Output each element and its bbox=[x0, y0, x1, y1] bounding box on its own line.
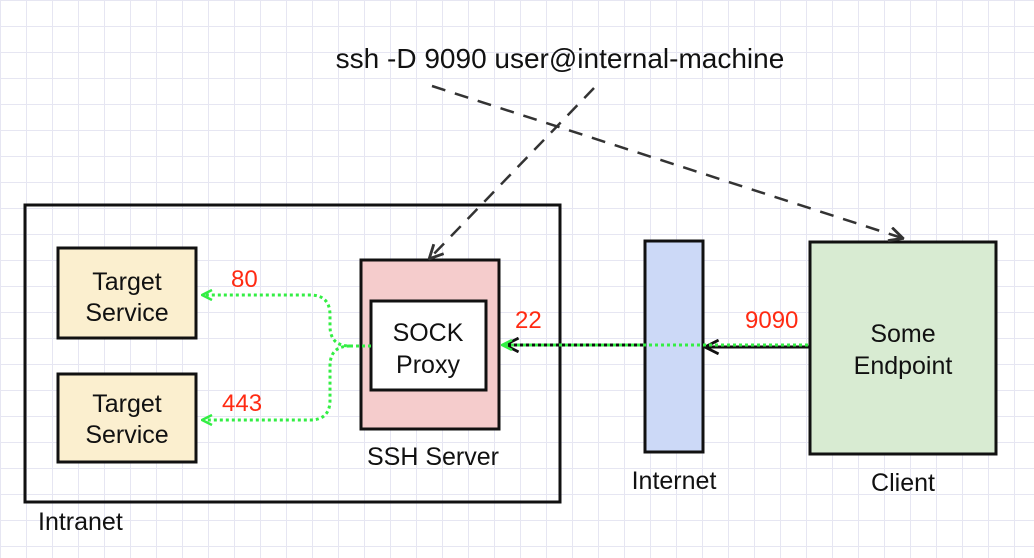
ssh-server-label: SSH Server bbox=[367, 443, 499, 471]
proxy-to-target-80-path bbox=[203, 295, 371, 348]
port-label-22: 22 bbox=[515, 307, 542, 334]
port-label-443: 443 bbox=[222, 390, 262, 417]
target-service-1-line2: Service bbox=[85, 299, 168, 327]
intranet-boundary bbox=[23, 203, 562, 504]
target-service-box-1 bbox=[56, 246, 198, 340]
sock-proxy-line2: Proxy bbox=[396, 351, 460, 379]
target-service-2-line1: Target bbox=[92, 390, 162, 418]
command-to-client-arrow bbox=[431, 84, 902, 238]
port-label-9090: 9090 bbox=[745, 307, 798, 334]
internet-label: Internet bbox=[632, 467, 717, 495]
ssh-command: ssh -D 9090 user@internal-machine bbox=[336, 43, 785, 74]
client-endpoint-box bbox=[808, 240, 998, 456]
endpoint-line2: Endpoint bbox=[854, 352, 953, 380]
client-label: Client bbox=[871, 469, 935, 497]
sock-proxy-line1: SOCK bbox=[393, 319, 464, 347]
target-service-1-line1: Target bbox=[92, 268, 162, 296]
proxy-to-target-443-path bbox=[203, 344, 351, 420]
intranet-label: Intranet bbox=[38, 508, 123, 536]
target-service-2-line2: Service bbox=[85, 421, 168, 449]
port-label-80: 80 bbox=[231, 266, 258, 293]
endpoint-line1: Some bbox=[870, 320, 935, 348]
target-service-box-2 bbox=[56, 372, 198, 464]
command-to-ssh-arrow bbox=[430, 87, 595, 258]
